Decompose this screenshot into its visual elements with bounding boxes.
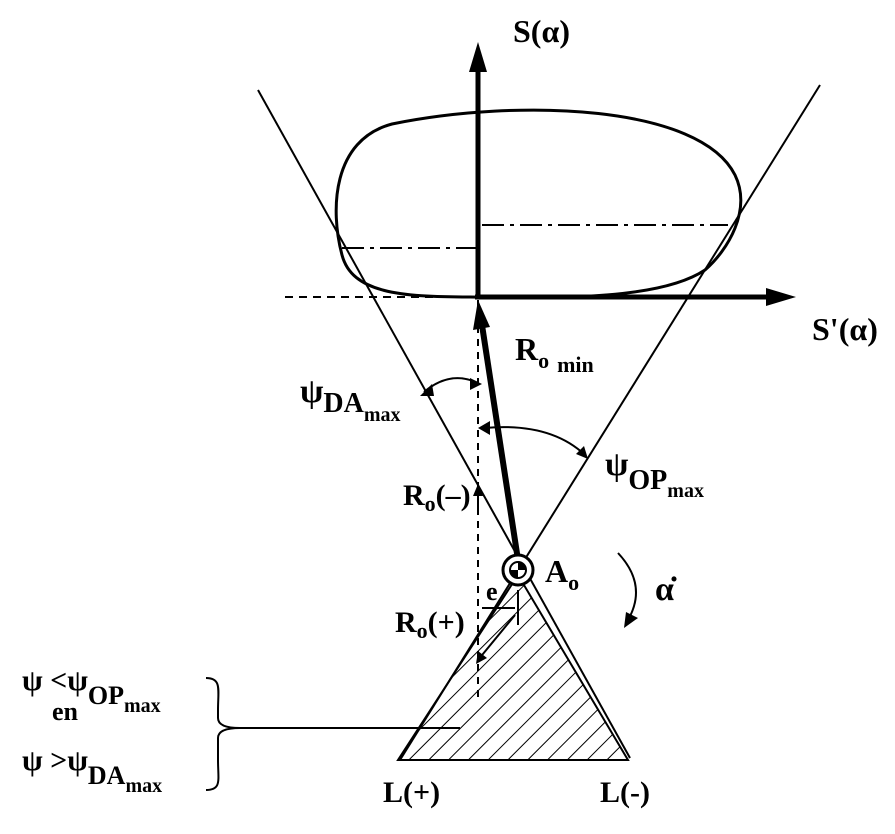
psi-op-arrowhead-right [576,446,588,459]
psi-op-arrowhead-left [478,421,490,435]
eccentricity-label: e [486,577,498,606]
y-axis-arrowhead [469,42,487,72]
psi-da-arrowhead-left [420,384,434,396]
condition-brace [205,677,241,791]
r-plus-label: Ro(+) [395,606,465,643]
condition-line2: ψ >ψDAmax [22,744,162,797]
pivot-fill-q1 [518,562,526,570]
r-plus-arrow [477,614,516,661]
psi-da-arrowhead-right [470,378,482,390]
rotation-arc [617,552,637,621]
line-minus-label: L(-) [600,776,650,809]
alpha-dot-label: α̇ [655,571,677,608]
condition-line1: ψ <ψOPmax [22,664,161,717]
x-axis-label: S'(α) [812,311,878,347]
hatched-region [398,575,628,760]
r-min-vector [479,324,521,561]
condition-joiner: en [52,697,79,726]
boundary-line-L-plus [257,89,631,759]
r-minus-label: Ro(–) [403,479,471,516]
r-min-arrowhead [473,300,490,330]
x-axis-arrowhead [766,288,796,306]
r-minus-arrowhead [473,484,483,496]
line-plus-label: L(+) [383,776,440,809]
cam-profile-curve [334,108,743,299]
psi-op-arc [483,426,586,456]
pivot-fill-q3 [510,570,518,578]
hatched-region-outline [396,573,630,761]
psi-da-label: ψDAmax [300,373,401,426]
rotation-arrowhead [624,612,638,628]
y-axis-label: S(α) [513,13,570,49]
pivot-label: Ao [545,553,579,595]
psi-op-label: ψOPmax [605,446,704,502]
r-plus-arrowhead [476,651,487,664]
